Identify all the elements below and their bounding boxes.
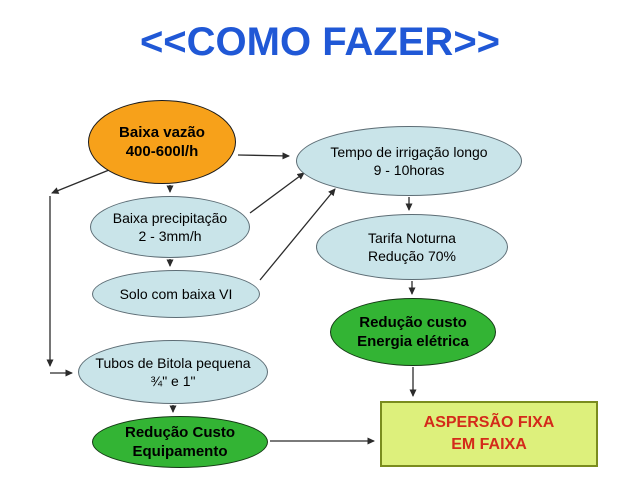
node-tarifa-noturna: Tarifa Noturna Redução 70% bbox=[316, 214, 508, 280]
node-baixa-precipitacao-line1: Baixa precipitação bbox=[112, 209, 228, 226]
node-solo-baixa-vi: Solo com baixa VI bbox=[92, 270, 260, 318]
connector-vazao-to-tempo bbox=[237, 152, 290, 160]
node-baixa-vazao: Baixa vazão 400-600l/h bbox=[88, 100, 236, 184]
node-tarifa-noturna-line1: Tarifa Noturna bbox=[368, 229, 456, 246]
node-tubos-bitola-line2: ¾" e 1" bbox=[150, 373, 196, 389]
node-baixa-vazao-line2: 400-600l/h bbox=[125, 143, 199, 160]
node-reducao-equipamento-line1: Redução Custo bbox=[124, 423, 235, 441]
node-aspersao-fixa-line1: ASPERSÃO FIXA bbox=[423, 414, 555, 432]
node-baixa-vazao-line1: Baixa vazão bbox=[119, 123, 205, 141]
connector-precipitacao-to-tempo bbox=[249, 172, 305, 214]
node-tempo-irrigacao-line1: Tempo de irrigação longo bbox=[330, 143, 488, 160]
slide-title: <<COMO FAZER>> bbox=[139, 20, 501, 64]
node-reducao-equipamento-line2: Equipamento bbox=[132, 443, 228, 460]
node-aspersao-fixa: ASPERSÃO FIXA EM FAIXA bbox=[380, 401, 598, 467]
node-reducao-energia-line1: Redução custo bbox=[359, 313, 467, 331]
node-reducao-energia: Redução custo Energia elétrica bbox=[330, 298, 496, 366]
node-tubos-bitola: Tubos de Bitola pequena ¾" e 1" bbox=[78, 340, 268, 404]
node-tempo-irrigacao: Tempo de irrigação longo 9 - 10horas bbox=[296, 126, 522, 196]
node-baixa-precipitacao-line2: 2 - 3mm/h bbox=[138, 228, 202, 244]
node-tubos-bitola-line1: Tubos de Bitola pequena bbox=[95, 354, 251, 371]
connector-solo-to-tempo bbox=[259, 188, 336, 281]
connector-vazao-to-left-corner bbox=[51, 167, 115, 194]
node-solo-baixa-vi-line1: Solo com baixa VI bbox=[119, 285, 233, 302]
node-baixa-precipitacao: Baixa precipitação 2 - 3mm/h bbox=[90, 196, 250, 258]
node-reducao-energia-line2: Energia elétrica bbox=[357, 333, 469, 350]
node-tarifa-noturna-line2: Redução 70% bbox=[368, 248, 456, 264]
node-reducao-equipamento: Redução Custo Equipamento bbox=[92, 416, 268, 468]
node-aspersao-fixa-line2: EM FAIXA bbox=[451, 436, 527, 453]
node-tempo-irrigacao-line2: 9 - 10horas bbox=[373, 162, 445, 178]
